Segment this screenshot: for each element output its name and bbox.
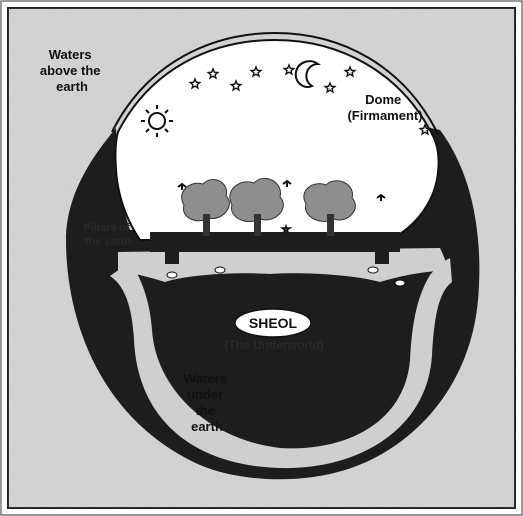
pillar-left [165, 240, 179, 264]
underworld-label: (The Underworld) [224, 338, 323, 352]
fish-icon [395, 280, 405, 286]
fish-icon [215, 267, 225, 273]
pillar-right [375, 240, 389, 264]
fish-icon [167, 272, 177, 278]
sheol-label: SHEOL [249, 315, 298, 331]
earth-surface [150, 232, 400, 252]
fish-icon [368, 267, 378, 273]
